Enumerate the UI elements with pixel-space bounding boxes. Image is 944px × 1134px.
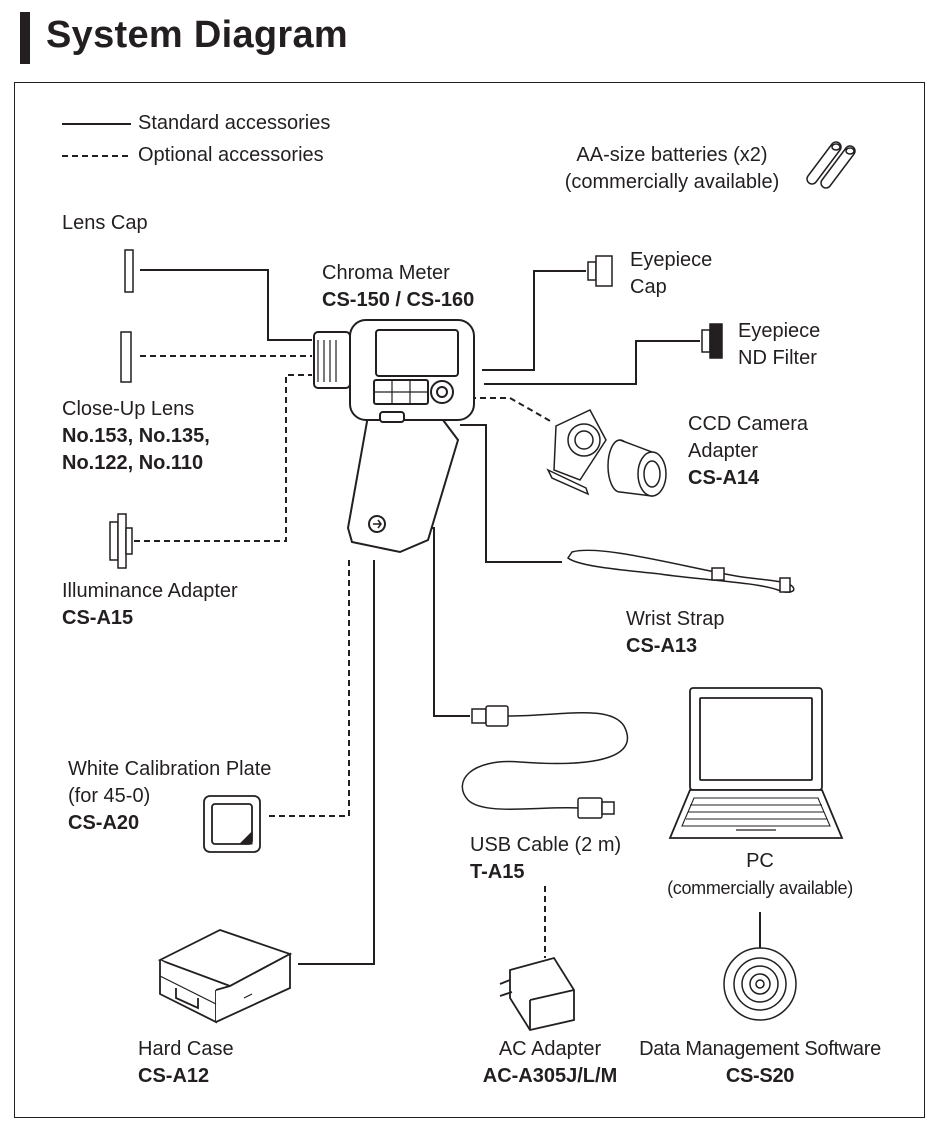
usb-cable-icon xyxy=(461,705,629,819)
wrist-strap-name: Wrist Strap xyxy=(626,608,725,630)
close-up-lens-icon xyxy=(120,331,132,383)
chroma-meter-name: Chroma Meter xyxy=(322,262,450,284)
ac-adapter-name: AC Adapter xyxy=(498,1038,602,1060)
ccd-adapter-model: CS-A14 xyxy=(688,467,760,489)
close-up-lens-name: Close-Up Lens xyxy=(62,398,195,420)
ccd-adapter-line2: Adapter xyxy=(688,440,759,462)
legend-standard-label: Standard accessories xyxy=(138,112,331,134)
software-label: Data Management Software CS-S20 xyxy=(628,1036,892,1090)
hard-case-name: Hard Case xyxy=(138,1038,234,1060)
connector-eyepiece-nd xyxy=(484,340,700,385)
hard-case-model: CS-A12 xyxy=(138,1065,210,1087)
ac-adapter-model: AC-A305J/L/M xyxy=(482,1065,618,1087)
battery-icon xyxy=(806,141,856,189)
eyepiece-cap-icon xyxy=(587,255,613,287)
software-name: Data Management Software xyxy=(639,1038,881,1060)
white-plate-label: White Calibration Plate (for 45-0) CS-A2… xyxy=(68,756,271,837)
pc-name: PC xyxy=(746,850,774,872)
title-accent-bar xyxy=(20,12,30,64)
ccd-adapter-icon xyxy=(546,409,667,497)
software-disc-icon xyxy=(723,947,797,1021)
wrist-strap-model: CS-A13 xyxy=(626,635,698,657)
eyepiece-cap-line1: Eyepiece xyxy=(630,249,713,271)
usb-cable-model: T-A15 xyxy=(470,861,525,883)
close-up-lens-models-2: No.122, No.110 xyxy=(62,452,204,474)
diagram-frame xyxy=(14,82,925,1118)
close-up-lens-label: Close-Up Lens No.153, No.135, No.122, No… xyxy=(62,396,210,477)
lens-cap-label: Lens Cap xyxy=(62,212,148,234)
hard-case-icon xyxy=(157,929,293,1024)
chroma-meter-label: Chroma Meter CS-150 / CS-160 xyxy=(322,260,474,314)
eyepiece-nd-line2: ND Filter xyxy=(738,347,817,369)
pc-label: PC (commercially available) xyxy=(650,848,870,902)
connector-eyepiece-cap xyxy=(482,270,586,371)
white-calibration-plate-icon xyxy=(203,795,261,853)
hard-case-label: Hard Case CS-A12 xyxy=(138,1036,288,1090)
eyepiece-nd-filter-icon xyxy=(701,323,723,359)
connector-wrist-strap xyxy=(460,424,562,563)
illuminance-adapter-model: CS-A15 xyxy=(62,607,134,629)
connector-ccd-adapter xyxy=(470,397,553,423)
pc-note: (commercially available) xyxy=(667,878,853,898)
ccd-adapter-label: CCD Camera Adapter CS-A14 xyxy=(688,411,808,492)
close-up-lens-models-1: No.153, No.135, xyxy=(62,425,210,447)
illuminance-adapter-name: Illuminance Adapter xyxy=(62,580,238,602)
illuminance-adapter-label: Illuminance Adapter CS-A15 xyxy=(62,578,238,632)
lens-cap-icon xyxy=(124,249,134,293)
chroma-meter-illustration xyxy=(313,319,475,554)
white-plate-line2: (for 45-0) xyxy=(68,785,151,807)
white-plate-line1: White Calibration Plate xyxy=(68,758,272,780)
connector-illuminance-adapter xyxy=(134,374,312,542)
eyepiece-cap-line2: Cap xyxy=(630,276,667,298)
eyepiece-nd-line1: Eyepiece xyxy=(738,320,821,342)
batteries-line1: AA-size batteries (x2) xyxy=(576,144,768,166)
eyepiece-nd-filter-label: Eyepiece ND Filter xyxy=(738,318,820,372)
wrist-strap-icon xyxy=(566,549,795,593)
pc-laptop-icon xyxy=(668,687,844,839)
connector-white-plate xyxy=(266,560,350,817)
connector-hard-case xyxy=(298,560,375,965)
ccd-adapter-line1: CCD Camera xyxy=(688,413,809,435)
legend-optional-label: Optional accessories xyxy=(138,144,324,166)
connector-lens-cap xyxy=(140,269,312,341)
batteries-label: AA-size batteries (x2) (commercially ava… xyxy=(542,142,802,196)
wrist-strap-label: Wrist Strap CS-A13 xyxy=(626,606,725,660)
page-title: System Diagram xyxy=(46,14,349,56)
connector-usb-cable xyxy=(400,527,470,717)
white-plate-model: CS-A20 xyxy=(68,812,140,834)
ac-adapter-label: AC Adapter AC-A305J/L/M xyxy=(465,1036,635,1090)
software-model: CS-S20 xyxy=(725,1065,795,1087)
chroma-meter-model: CS-150 / CS-160 xyxy=(322,289,475,311)
batteries-line2: (commercially available) xyxy=(564,171,780,193)
usb-cable-name: USB Cable (2 m) xyxy=(470,834,622,856)
ac-adapter-icon xyxy=(499,956,575,1032)
illuminance-adapter-icon xyxy=(109,513,133,569)
usb-cable-label: USB Cable (2 m) T-A15 xyxy=(470,832,621,886)
eyepiece-cap-label: Eyepiece Cap xyxy=(630,247,712,301)
